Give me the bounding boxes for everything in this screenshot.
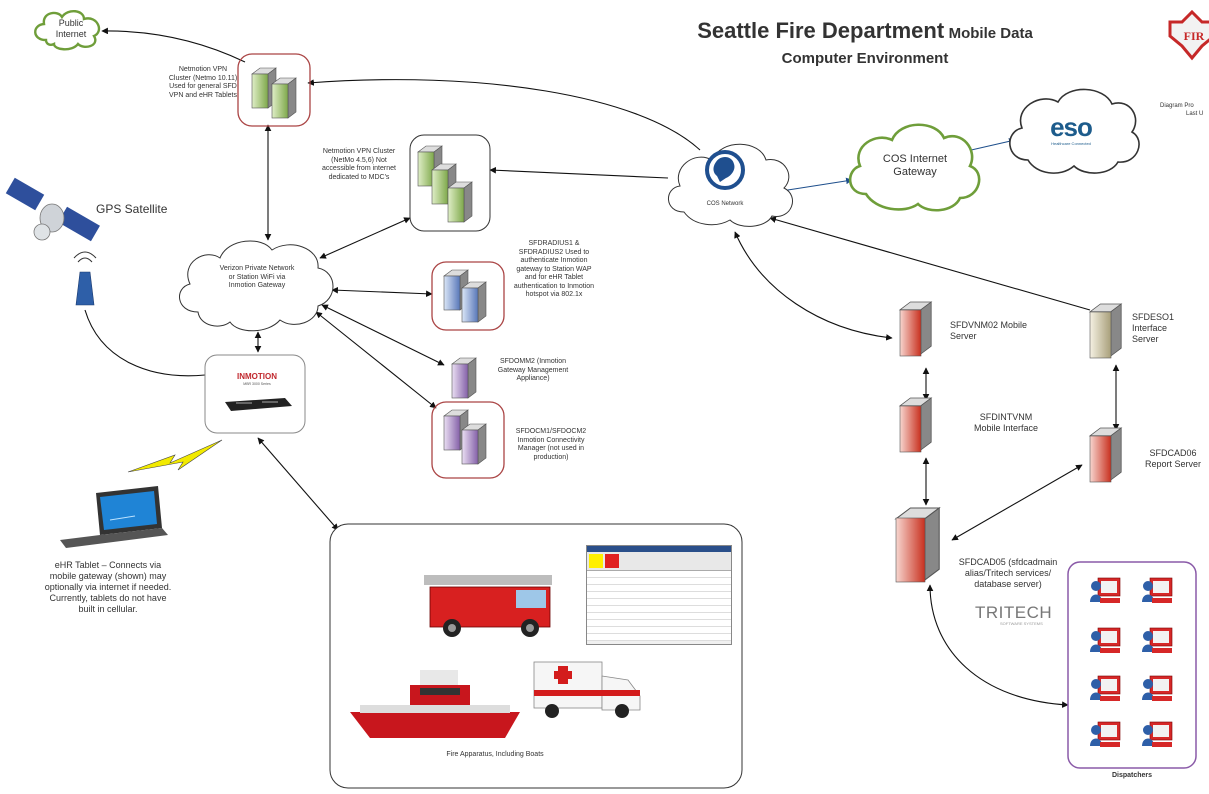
ocm-box [431, 401, 505, 479]
dispatcher-workstation-icon [1089, 721, 1121, 748]
seattle-logo-icon [705, 150, 745, 190]
sfdintvnm-server-icon [899, 397, 932, 453]
ehr-tablet-icon [60, 486, 168, 548]
sfdeso1-label: SFDESO1 Interface Server [1132, 312, 1175, 344]
fire-engine-icon [424, 575, 552, 637]
sfdradius-label: SFDRADIUS1 & SFDRADIUS2 Used to authenti… [513, 240, 595, 298]
inmotion-box [204, 354, 306, 434]
sfdcad06-label: SFDCAD06 Report Server [1144, 448, 1202, 469]
dispatcher-workstation-icon [1089, 627, 1121, 654]
sfdintvnm-label: SFDINTVNM Mobile Interface [973, 412, 1039, 433]
vpn2-box [409, 134, 491, 232]
title-suffix: Mobile Data [948, 25, 1033, 42]
omm2-server-icon [451, 357, 477, 399]
dispatcher-workstation-icon [1141, 577, 1173, 604]
dispatcher-workstation-icon [1141, 675, 1173, 702]
footnote-line2: Last U [1186, 111, 1204, 117]
vpn2-servers-icon [417, 145, 473, 223]
sfd-badge-icon: FIR [1168, 9, 1209, 61]
svg-text:FIR: FIR [1184, 29, 1205, 43]
cos-network-label: COS Network [706, 201, 744, 207]
vpn1-box [237, 53, 311, 127]
cos-gateway-cloud [848, 123, 981, 212]
link-radius-verizon [331, 286, 433, 298]
eso-logo: eso [1050, 112, 1093, 142]
connectors [84, 27, 1120, 708]
ocm-servers-icon [443, 409, 487, 465]
diagram-footnote: Diagram Pro Last U [1160, 102, 1203, 118]
eso-cloud [1009, 88, 1140, 174]
title-main: Seattle Fire Department [697, 18, 945, 43]
vpn-cluster-2-label: Netmotion VPN Cluster (NetMo 4.5,6) Not … [322, 148, 396, 181]
ambulance-icon [533, 661, 641, 718]
link-cad05-dispatchers [926, 584, 1069, 708]
mdc-screen [586, 545, 732, 645]
dispatcher-workstation-icon [1141, 627, 1173, 654]
inmotion-gateway-icon [225, 398, 292, 411]
diagram-title: Seattle Fire Department Mobile Data Comp… [640, 18, 1090, 67]
inmotion-model: MBR 3000 Series [243, 382, 271, 386]
link-vpn2-verizon [319, 217, 411, 259]
link-public-vpn1 [101, 27, 246, 63]
gps-satellite-label: GPS Satellite [96, 202, 168, 216]
ehr-tablet-label: eHR Tablet – Connects via mobile gateway… [44, 560, 172, 614]
dispatcher-workstation-icon [1141, 721, 1173, 748]
link-inmotion-apparatus [257, 437, 339, 531]
link-cos-eso1 [769, 216, 1091, 311]
link-cos-vnm02 [734, 231, 893, 341]
inmotion-logo: INMOTION [237, 372, 277, 381]
vpn1-servers-icon [251, 67, 297, 119]
link-vpn1-cos [307, 79, 701, 151]
eso-tagline: Healthcare Connected [1051, 141, 1091, 146]
verizon-cloud [179, 240, 334, 332]
sfdvnm02-label: SFDVNM02 Mobile Server [950, 320, 1028, 341]
tritech-logo: TRITECH [975, 603, 1053, 622]
gps-satellite-icon [5, 177, 100, 242]
verizon-label: Verizon Private Network or Station WiFi … [219, 265, 295, 289]
tritech-tagline: SOFTWARE SYSTEMS [1000, 621, 1043, 626]
sfdcad05-server-icon [895, 507, 940, 583]
dispatchers-label: Dispatchers [1111, 772, 1153, 779]
sfdcad05-label: SFDCAD05 (sfdcadmain alias/Tritech servi… [958, 557, 1058, 589]
link-ocm-verizon [315, 311, 437, 409]
title-line2: Computer Environment [781, 50, 949, 67]
public-internet-label: Public Internet [55, 18, 87, 39]
sfdocm-label: SFDOCM1/SFDOCM2 Inmotion Connectivity Ma… [515, 428, 587, 461]
link-cad05-cad06 [951, 464, 1083, 541]
dispatchers-box [1067, 561, 1197, 769]
public-internet-cloud [34, 10, 101, 51]
fire-boat-icon [350, 670, 520, 738]
sfdvnm02-server-icon [899, 301, 932, 357]
cos-gateway-label: COS Internet Gateway [882, 153, 948, 178]
link-gps-inmotion [84, 309, 206, 377]
sfdomm2-label: SFDOMM2 (Inmotion Gateway Management App… [497, 358, 569, 382]
radius-box [431, 261, 505, 331]
sfdcad06-server-icon [1089, 427, 1122, 483]
vpn-cluster-1-label: Netmotion VPN Cluster (Netmo 10.11) Used… [168, 66, 238, 99]
gps-antenna-icon [73, 251, 97, 306]
radius-servers-icon [443, 269, 487, 323]
fire-apparatus-label: Fire Apparatus, Including Boats [446, 751, 544, 758]
dispatcher-workstation-icon [1090, 577, 1121, 603]
wireless-bolt-icon [127, 439, 223, 473]
sfdeso1-server-icon [1089, 303, 1122, 359]
link-vpn2-cos [489, 166, 669, 179]
dispatcher-workstation-icon [1089, 675, 1121, 702]
footnote-line1: Diagram Pro [1160, 103, 1194, 109]
dispatcher-workstations [1089, 577, 1173, 748]
link-omm2-verizon [321, 304, 445, 366]
